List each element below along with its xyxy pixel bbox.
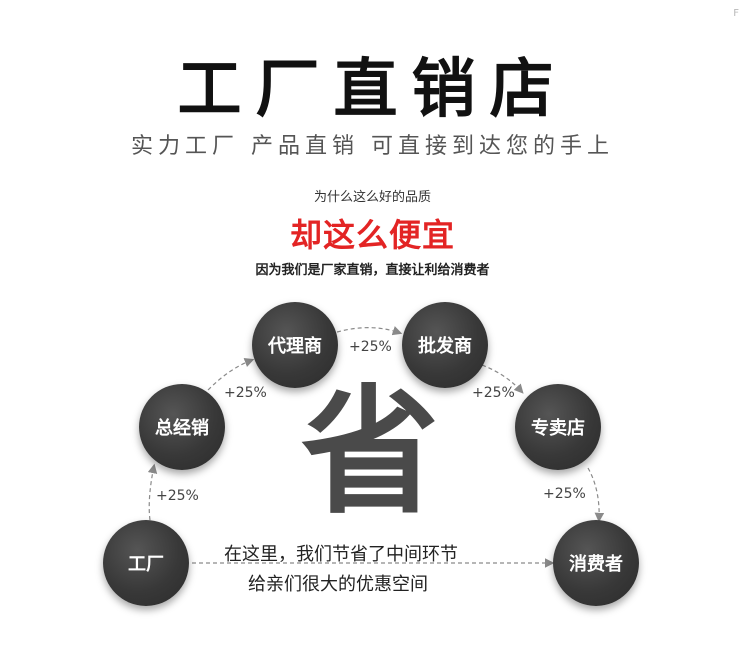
page-title: 工厂直销店	[177, 53, 568, 127]
arrow-distributor-to-agent	[207, 358, 255, 391]
node-wholesaler: 批发商	[402, 302, 488, 388]
markup-label: +25%	[543, 486, 586, 502]
arrow-factory-to-distributor	[147, 463, 158, 521]
markup-label: +25%	[156, 488, 199, 504]
save-character: 省	[301, 372, 440, 533]
arrow-wholesaler-to-store	[481, 364, 524, 394]
node-store: 专卖店	[515, 384, 601, 470]
arrow-agent-to-wholesaler	[336, 326, 403, 336]
node-factory: 工厂	[103, 520, 189, 606]
question-text: 为什么这么好的品质	[313, 190, 431, 205]
discount-text: 给亲们很大的优惠空间	[248, 574, 428, 595]
highlight-text: 却这么便宜	[289, 216, 455, 254]
node-consumer: 消费者	[553, 520, 639, 606]
node-agent: 代理商	[252, 302, 338, 388]
node-distributor: 总经销	[139, 384, 225, 470]
markup-label: +25%	[349, 339, 392, 355]
markup-label: +25%	[472, 385, 515, 401]
markup-label: +25%	[224, 385, 267, 401]
arrow-store-to-consumer	[587, 467, 605, 523]
page-subtitle: 实力工厂 产品直销 可直接到达您的手上	[131, 134, 614, 159]
corner-mark: F	[733, 8, 739, 19]
reason-text: 因为我们是厂家直销，直接让利给消费者	[255, 263, 490, 278]
direct-route-text: 在这里，我们节省了中间环节	[224, 544, 458, 565]
